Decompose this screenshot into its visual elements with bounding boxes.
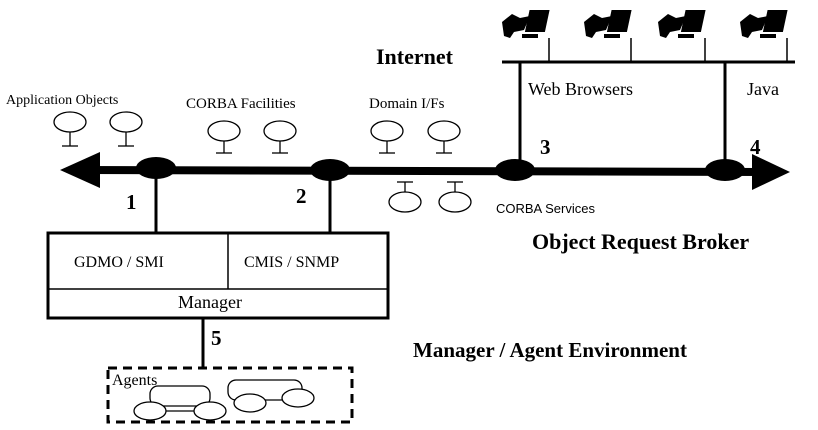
computer-workstation-icon <box>502 10 550 38</box>
bus-node-3 <box>495 159 535 181</box>
java-label: Java <box>747 79 779 99</box>
computer-workstation-icon <box>658 10 706 38</box>
corba-facilities-label: CORBA Facilities <box>186 96 296 112</box>
bus-node-1 <box>136 157 176 179</box>
corba-services-symbols <box>388 181 472 213</box>
agents-box <box>106 366 354 424</box>
connection-point-5: 5 <box>211 326 222 350</box>
cmis-snmp-label: CMIS / SNMP <box>244 254 340 271</box>
domain-ifs-label: Domain I/Fs <box>369 96 445 112</box>
bus-node-2 <box>310 159 350 181</box>
arrow-left-icon <box>60 152 100 188</box>
bus-node-4 <box>705 159 745 181</box>
orb-label: Object Request Broker <box>532 229 750 254</box>
computer-workstation-icon <box>584 10 632 38</box>
web-browsers-label: Web Browsers <box>528 79 634 99</box>
manager-box <box>46 231 390 320</box>
connection-point-3: 3 <box>540 135 551 159</box>
gdmo-smi-label: GDMO / SMI <box>74 254 164 271</box>
orb-bus <box>60 152 790 190</box>
connection-point-2: 2 <box>296 184 307 208</box>
connector-lines <box>154 62 727 368</box>
agents-label: Agents <box>112 372 158 389</box>
arrow-right-icon <box>752 154 790 190</box>
internet-label: Internet <box>376 44 453 69</box>
manager-label: Manager <box>178 292 242 312</box>
corba-services-label: CORBA Services <box>496 201 595 216</box>
object-interface-symbols <box>53 111 461 154</box>
connection-point-4: 4 <box>750 135 761 159</box>
bus-nodes <box>136 157 745 181</box>
internet-line <box>502 38 795 64</box>
application-objects-label: Application Objects <box>6 93 119 108</box>
manager-agent-environment-label: Manager / Agent Environment <box>413 338 687 362</box>
connection-point-1: 1 <box>126 190 137 214</box>
computer-workstation-icon <box>740 10 788 38</box>
